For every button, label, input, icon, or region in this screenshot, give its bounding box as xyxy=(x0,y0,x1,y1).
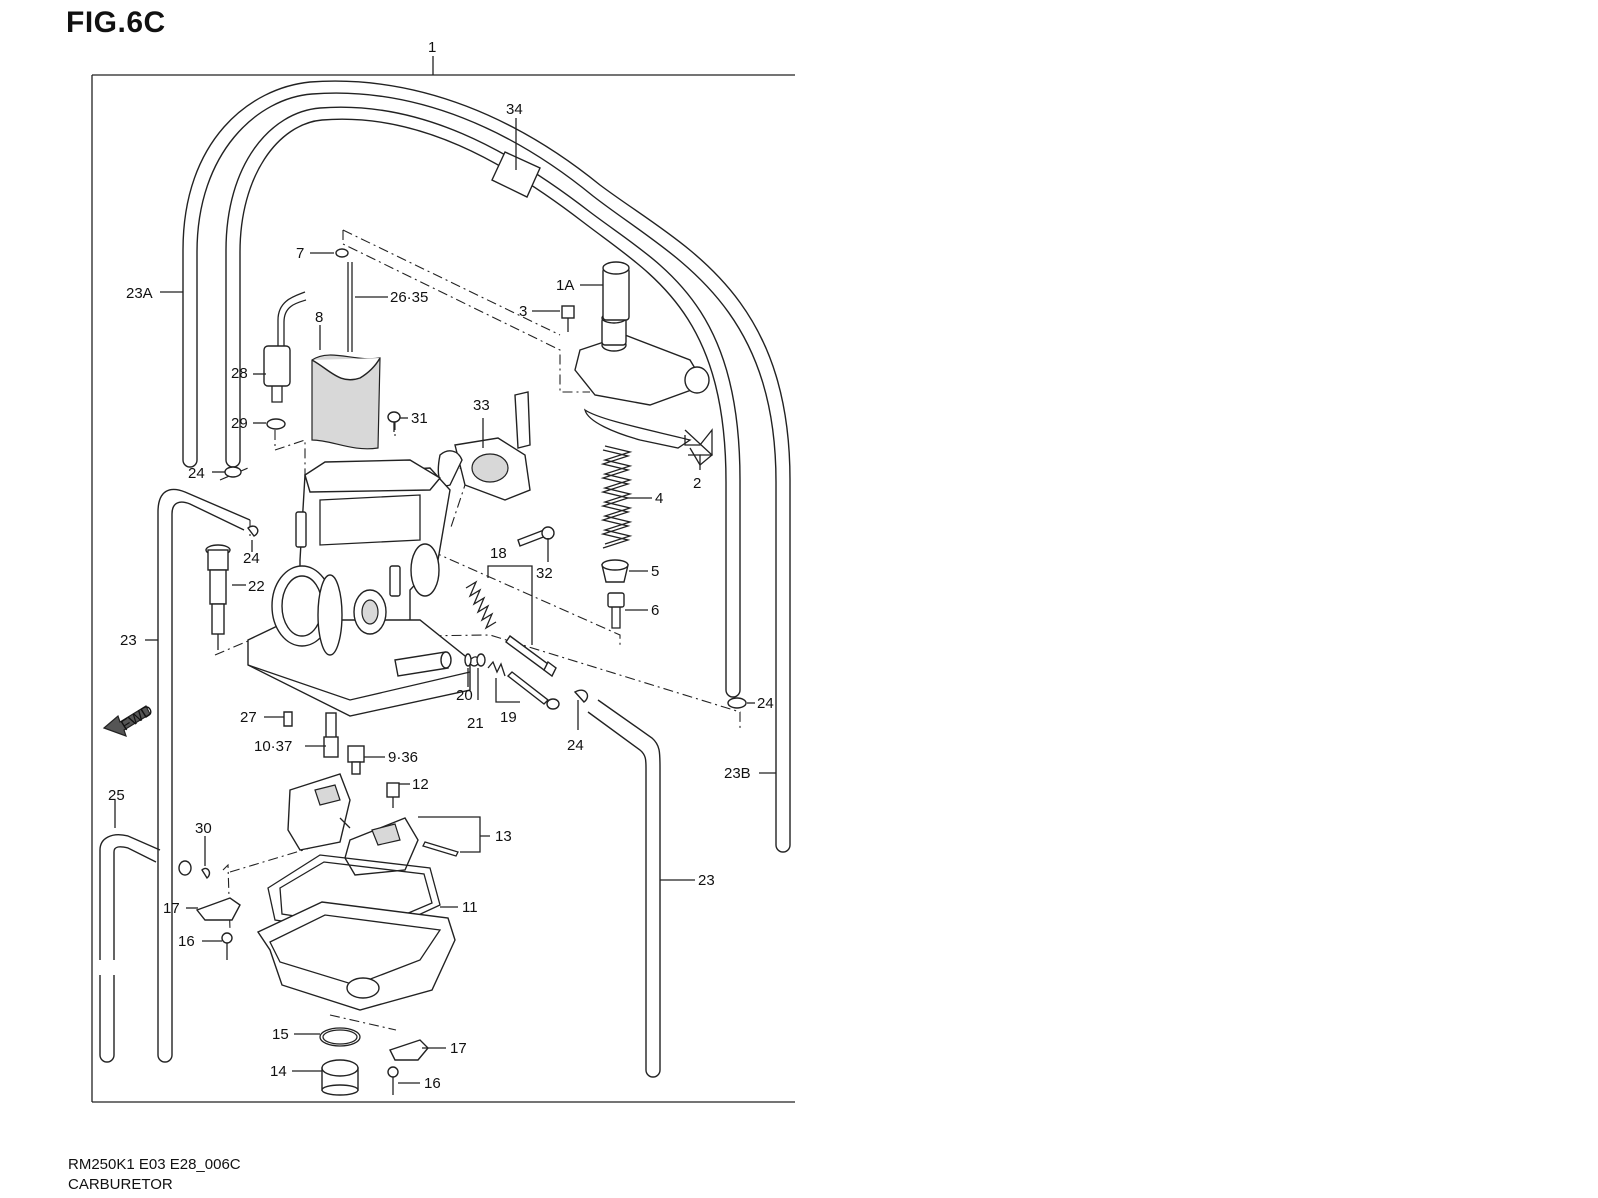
figure-title: FIG.6C xyxy=(66,6,166,39)
callout-17-left: 17 xyxy=(163,900,180,917)
starter-plunger-28 xyxy=(263,291,307,430)
gasket-11 xyxy=(267,854,441,936)
callout-29: 29 xyxy=(231,415,248,432)
callout-22: 22 xyxy=(248,578,265,595)
hose-23-left xyxy=(157,488,251,1063)
jets xyxy=(283,711,400,808)
callout-24-bottom: 24 xyxy=(567,737,584,754)
callout-30: 30 xyxy=(195,820,212,837)
callout-25: 25 xyxy=(108,787,125,804)
callout-14: 14 xyxy=(270,1063,287,1080)
callout-9-36: 9·36 xyxy=(388,749,418,766)
callout-8: 8 xyxy=(315,309,323,326)
drain-plug-parts xyxy=(319,1027,429,1096)
figure-code: RM250K1 E03 E28_006C xyxy=(68,1156,241,1173)
sensor-33 xyxy=(437,391,531,501)
hose-25 xyxy=(99,834,161,1063)
callout-6: 6 xyxy=(651,602,659,619)
callout-23A: 23A xyxy=(126,285,153,302)
vent-hoses xyxy=(182,80,791,853)
callout-23-right: 23 xyxy=(698,872,715,889)
callout-7: 7 xyxy=(296,245,304,262)
callout-34: 34 xyxy=(506,101,523,118)
callout-labels: 1 34 23A 7 26·35 1A 3 8 28 29 31 33 2 4 … xyxy=(108,39,774,1092)
callout-5: 5 xyxy=(651,563,659,580)
callout-18: 18 xyxy=(490,545,507,562)
callout-26-35: 26·35 xyxy=(390,289,428,306)
screw-22 xyxy=(205,544,231,650)
callout-12: 12 xyxy=(412,776,429,793)
callout-32: 32 xyxy=(536,565,553,582)
fwd-label: FWD xyxy=(118,702,156,735)
hose-23-right xyxy=(587,699,661,1078)
callout-23-left: 23 xyxy=(120,632,137,649)
callout-4: 4 xyxy=(655,490,663,507)
leader-lines xyxy=(114,118,776,1084)
screw-19-parts xyxy=(464,653,560,710)
callout-13: 13 xyxy=(495,828,512,845)
small-parts-left xyxy=(178,860,241,960)
diagram-frame xyxy=(91,56,795,1103)
callout-24-right: 24 xyxy=(757,695,774,712)
callout-17-right: 17 xyxy=(450,1040,467,1057)
callout-31: 31 xyxy=(411,410,428,427)
callout-19: 19 xyxy=(500,709,517,726)
callout-10-37: 10·37 xyxy=(254,738,292,755)
callout-27: 27 xyxy=(240,709,257,726)
callout-23B: 23B xyxy=(724,765,751,782)
fwd-arrow-icon: FWD xyxy=(102,702,156,737)
callout-28: 28 xyxy=(231,365,248,382)
carburetor-body xyxy=(247,459,471,717)
callout-11: 11 xyxy=(462,899,478,916)
callout-2: 2 xyxy=(693,475,701,492)
seat-5-and-jet-6 xyxy=(601,559,629,629)
callout-1: 1 xyxy=(428,39,436,56)
screw-31 xyxy=(387,411,401,432)
callout-15: 15 xyxy=(272,1026,289,1043)
callout-3: 3 xyxy=(519,303,527,320)
callout-24-clip: 24 xyxy=(243,550,260,567)
figure-name: CARBURETOR xyxy=(68,1176,173,1193)
callout-1A: 1A xyxy=(556,277,574,294)
callout-21: 21 xyxy=(467,715,484,732)
callout-16-left: 16 xyxy=(178,933,195,950)
cap-1A xyxy=(602,261,630,321)
callout-20: 20 xyxy=(456,687,473,704)
throttle-valve-8 xyxy=(311,248,381,450)
callout-33: 33 xyxy=(473,397,490,414)
spring-4 xyxy=(600,445,633,549)
callout-24-top-left: 24 xyxy=(188,465,205,482)
screw-3 xyxy=(561,305,575,332)
screw-18 xyxy=(465,580,557,678)
top-cap-part-2 xyxy=(574,312,713,466)
float-bowl xyxy=(256,901,456,1011)
assembly-guide-lines xyxy=(214,229,741,1031)
callout-16-right: 16 xyxy=(424,1075,441,1092)
